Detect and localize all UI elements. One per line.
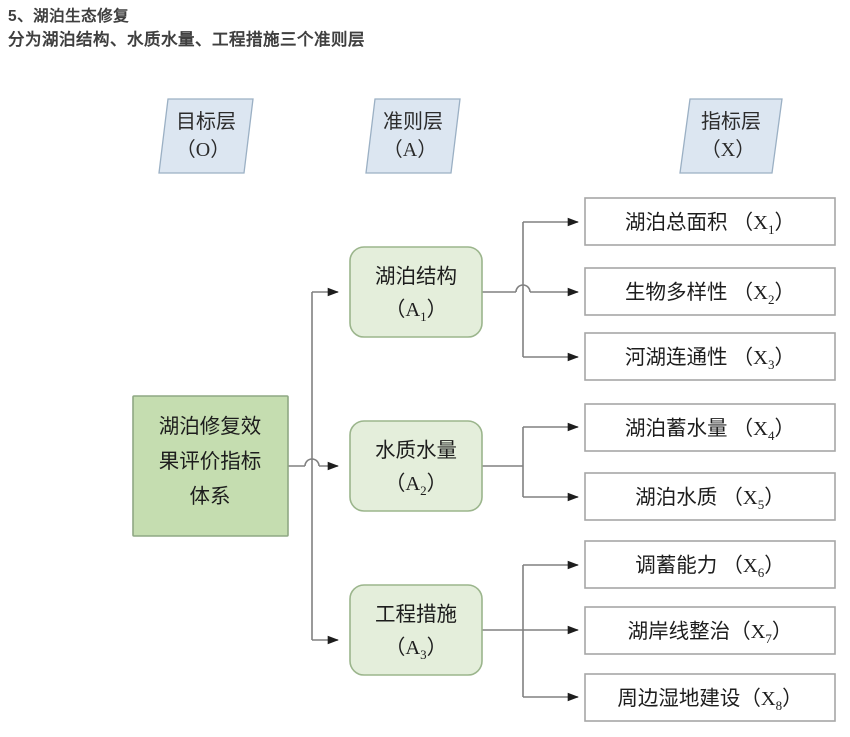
indicator-x8-label: 周边湿地建设（X8） — [617, 687, 802, 713]
layer-band-indicator-title: 指标层 — [701, 110, 761, 133]
indicator-node-x8[interactable]: 周边湿地建设（X8） — [584, 673, 836, 722]
connectors-a3-to-indicators — [482, 560, 579, 702]
criteria-node-a2[interactable]: 水质水量 （A2） — [349, 420, 483, 512]
connectors-a1-to-indicators — [482, 217, 579, 362]
layer-band-indicator-code: （X） — [701, 138, 755, 161]
criteria-a3-title: 工程措施 — [375, 603, 457, 626]
heading-line-2: 分为湖泊结构、水质水量、工程措施三个准则层 — [8, 31, 365, 49]
heading-line-1: 5、湖泊生态修复 — [8, 8, 130, 25]
indicator-x3-label: 河湖连通性 （X3） — [625, 346, 795, 372]
layer-band-goal-title: 目标层 — [176, 110, 236, 133]
layer-band-goal: 目标层 （O） — [158, 98, 254, 174]
indicator-node-x1[interactable]: 湖泊总面积 （X1） — [584, 197, 836, 246]
indicator-node-x2[interactable]: 生物多样性 （X2） — [584, 267, 836, 316]
indicator-x1-label: 湖泊总面积 （X1） — [625, 211, 795, 237]
layer-band-indicator: 指标层 （X） — [679, 98, 783, 174]
criteria-a1-title: 湖泊结构 — [375, 265, 457, 288]
connectors-a2-to-indicators — [482, 422, 579, 502]
goal-line-2: 果评价指标 — [159, 450, 262, 473]
indicator-x5-label: 湖泊水质 （X5） — [635, 486, 784, 512]
criteria-node-a3[interactable]: 工程措施 （A3） — [349, 584, 483, 676]
criteria-a2-title: 水质水量 — [375, 439, 457, 462]
indicator-x4-label: 湖泊蓄水量 （X4） — [625, 417, 795, 443]
indicator-node-x6[interactable]: 调蓄能力 （X6） — [584, 540, 836, 589]
layer-band-criteria-code: （A） — [383, 138, 437, 161]
page-heading: 5、湖泊生态修复 分为湖泊结构、水质水量、工程措施三个准则层 — [8, 6, 708, 52]
criteria-a2-code: （A2） — [385, 472, 447, 498]
indicator-x2-label: 生物多样性 （X2） — [625, 281, 795, 307]
goal-line-3: 体系 — [190, 485, 231, 508]
connectors-goal-to-criteria — [288, 287, 339, 645]
goal-node[interactable]: 湖泊修复效 果评价指标 体系 — [132, 395, 289, 537]
layer-band-criteria: 准则层 （A） — [365, 98, 461, 174]
criteria-node-a1[interactable]: 湖泊结构 （A1） — [349, 246, 483, 338]
layer-band-goal-code: （O） — [176, 138, 230, 161]
indicator-node-x7[interactable]: 湖岸线整治（X7） — [584, 606, 836, 655]
goal-line-1: 湖泊修复效 — [159, 415, 262, 438]
indicator-node-x5[interactable]: 湖泊水质 （X5） — [584, 472, 836, 521]
criteria-a3-code: （A3） — [385, 636, 447, 662]
indicator-node-x4[interactable]: 湖泊蓄水量 （X4） — [584, 403, 836, 452]
layer-band-criteria-title: 准则层 — [383, 110, 443, 133]
criteria-a1-code: （A1） — [385, 298, 447, 324]
indicator-node-x3[interactable]: 河湖连通性 （X3） — [584, 332, 836, 381]
indicator-x7-label: 湖岸线整治（X7） — [628, 620, 793, 646]
